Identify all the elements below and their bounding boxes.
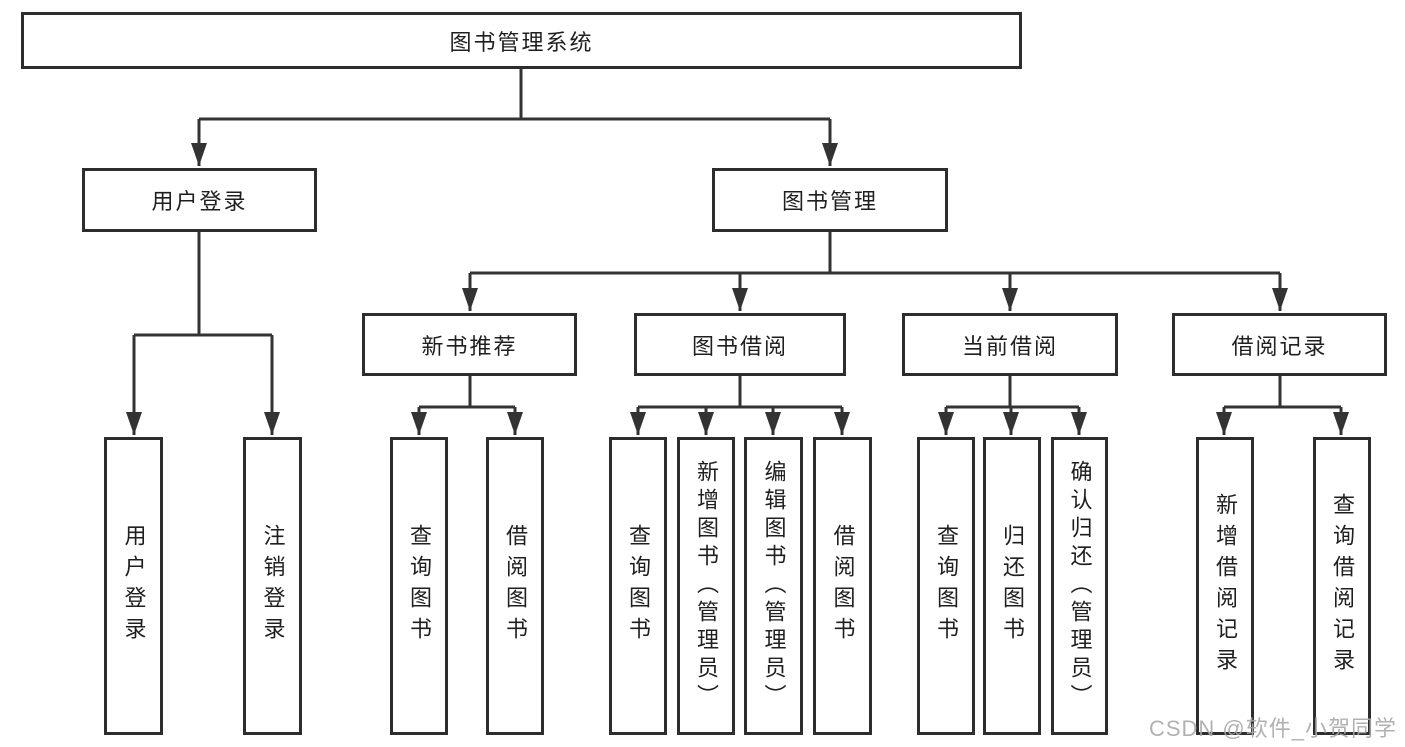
node-borrow-records: 借阅记录 [1172,313,1387,376]
node-borrow-records-label: 借阅记录 [1231,333,1328,359]
node-book-management: 图书管理 [712,168,948,232]
leaf-cb-confirm-return-admin: 确认归还（管理员） [1051,437,1108,735]
leaf-nbr-query-books-label: 查询图书 [407,524,432,648]
leaf-bb-borrow-books: 借阅图书 [813,437,872,735]
leaf-cb-return-books-label: 归还图书 [1000,524,1025,648]
edges-user-login-to-leaves [126,232,280,435]
node-book-management-label: 图书管理 [781,189,878,214]
leaf-logout-label: 注销登录 [260,524,286,648]
node-root-label: 图书管理系统 [449,29,594,55]
leaf-bb-edit-books-admin-label: 编辑图书（管理员） [761,460,787,712]
leaf-cb-query-books-label: 查询图书 [934,524,959,648]
node-user-login: 用户登录 [82,168,317,232]
leaf-bb-add-books-admin-label: 新增图书（管理员） [694,460,719,712]
leaf-bb-query-books-label: 查询图书 [626,524,651,648]
leaf-bb-add-books-admin: 新增图书（管理员） [677,437,735,735]
leaf-br-add-record-label: 新增借阅记录 [1213,493,1238,679]
node-new-book-recommend-label: 新书推荐 [421,333,518,359]
leaf-cb-return-books: 归还图书 [983,437,1041,735]
leaf-cb-query-books: 查询图书 [917,437,975,735]
leaf-br-query-record: 查询借阅记录 [1313,437,1371,735]
leaf-br-query-record-label: 查询借阅记录 [1330,493,1355,679]
leaf-cb-confirm-return-admin-label: 确认归还（管理员） [1067,460,1093,712]
node-new-book-recommend: 新书推荐 [362,313,577,376]
edges-book-borrow-to-leaves [630,376,850,435]
node-root: 图书管理系统 [21,12,1022,69]
edges-current-borrow-to-leaves [938,376,1087,435]
leaf-bb-query-books: 查询图书 [609,437,667,735]
edges-borrow-records-to-leaves [1216,376,1349,435]
edges-root-to-level2 [191,69,838,166]
leaf-nbr-borrow-books: 借阅图书 [486,437,544,735]
node-book-borrow: 图书借阅 [634,313,846,376]
leaf-user-login: 用户登录 [104,437,163,735]
leaf-bb-edit-books-admin: 编辑图书（管理员） [744,437,803,735]
leaf-user-login-label: 用户登录 [121,524,147,648]
edges-new-book-recommend-to-leaves [411,376,523,435]
leaf-logout: 注销登录 [243,437,302,735]
node-user-login-label: 用户登录 [151,189,248,214]
node-current-borrow: 当前借阅 [902,313,1118,376]
leaf-nbr-query-books: 查询图书 [390,437,448,735]
leaf-bb-borrow-books-label: 借阅图书 [830,524,856,648]
leaf-nbr-borrow-books-label: 借阅图书 [503,524,528,648]
node-book-borrow-label: 图书借阅 [691,333,788,359]
watermark: CSDN @软件_小贺同学 [1148,716,1397,741]
edges-book-management-to-level3 [462,232,1288,311]
node-current-borrow-label: 当前借阅 [961,333,1058,359]
leaf-br-add-record: 新增借阅记录 [1196,437,1254,735]
